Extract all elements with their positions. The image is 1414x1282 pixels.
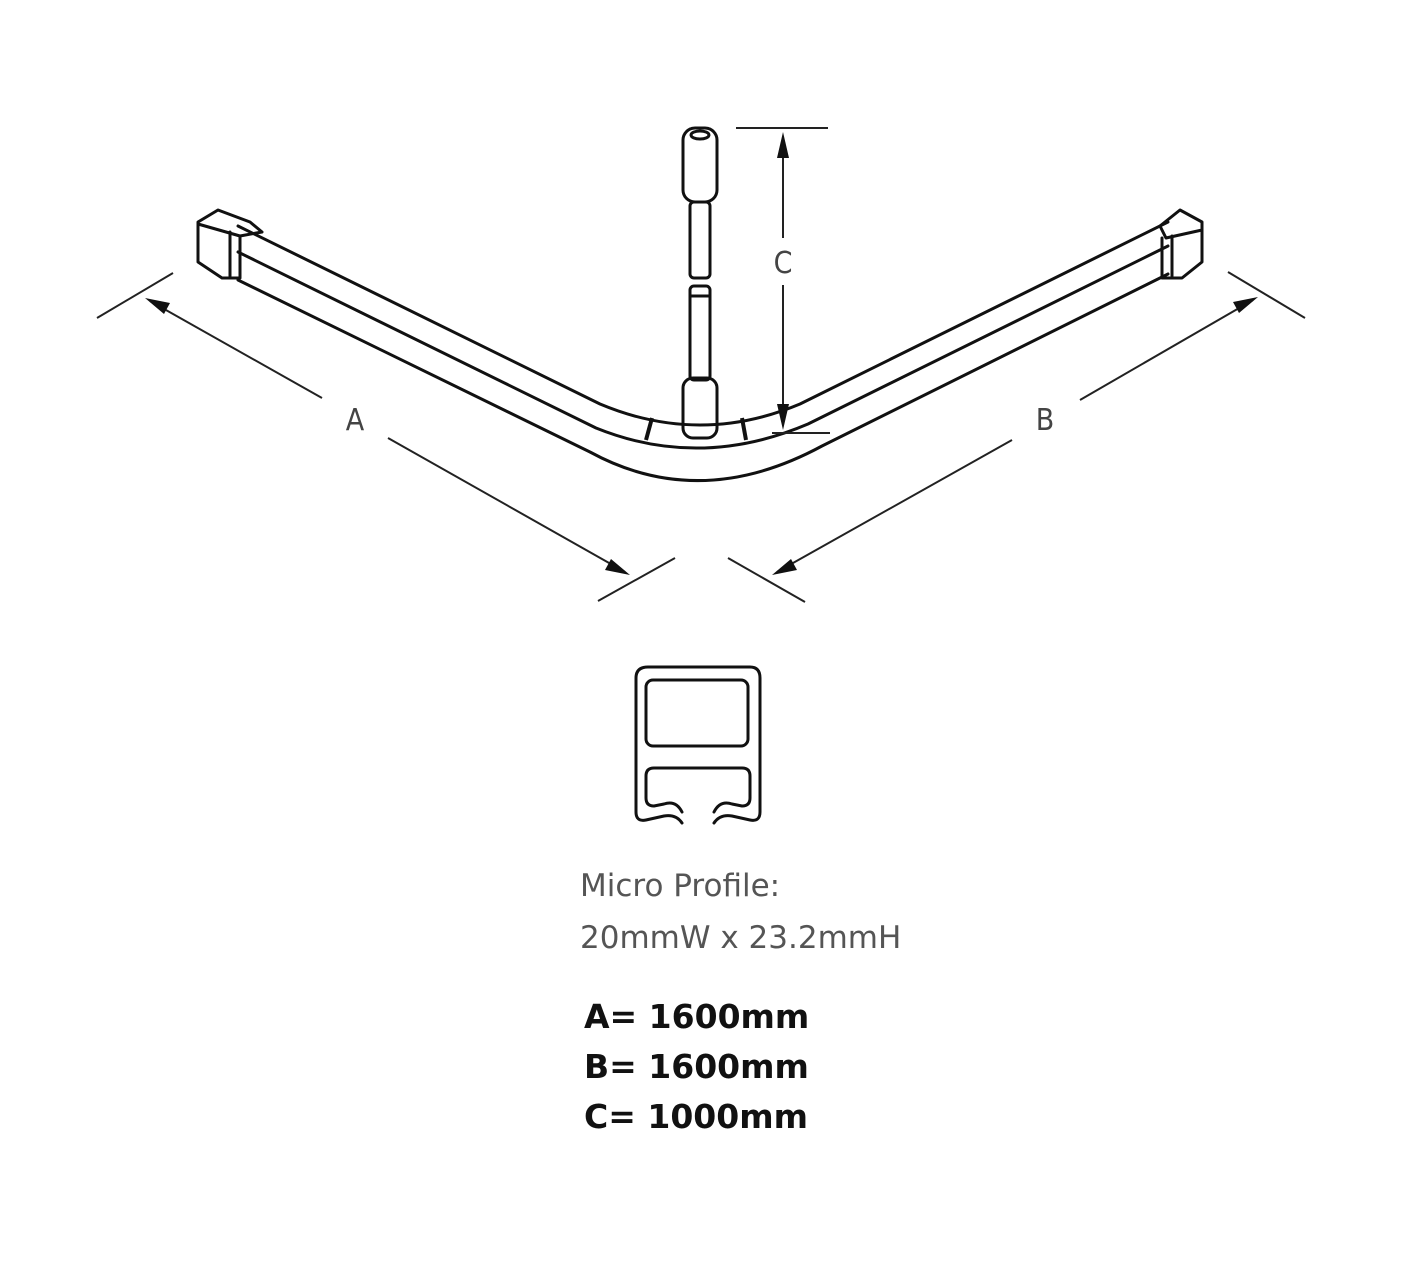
profile-size: 20mmW x 23.2mmH bbox=[580, 920, 902, 956]
label-b: B bbox=[1036, 403, 1055, 438]
dimension-c-value: C= 1000mm bbox=[584, 1097, 808, 1136]
profile-title: Micro Profile: bbox=[580, 868, 781, 904]
dimension-list: A= 1600mm B= 1600mm C= 1000mm bbox=[584, 992, 809, 1142]
dimension-a: A bbox=[96, 272, 676, 602]
dimension-b: B bbox=[727, 271, 1306, 603]
dimension-b-value: B= 1600mm bbox=[584, 1047, 809, 1086]
dimension-c: C bbox=[736, 127, 830, 434]
label-a: A bbox=[346, 403, 365, 438]
label-c: C bbox=[774, 246, 793, 281]
dimension-a-value: A= 1600mm bbox=[584, 997, 810, 1036]
corner-rail bbox=[196, 208, 1204, 482]
drop-rod bbox=[681, 126, 719, 440]
micro-profile-icon bbox=[634, 665, 762, 825]
